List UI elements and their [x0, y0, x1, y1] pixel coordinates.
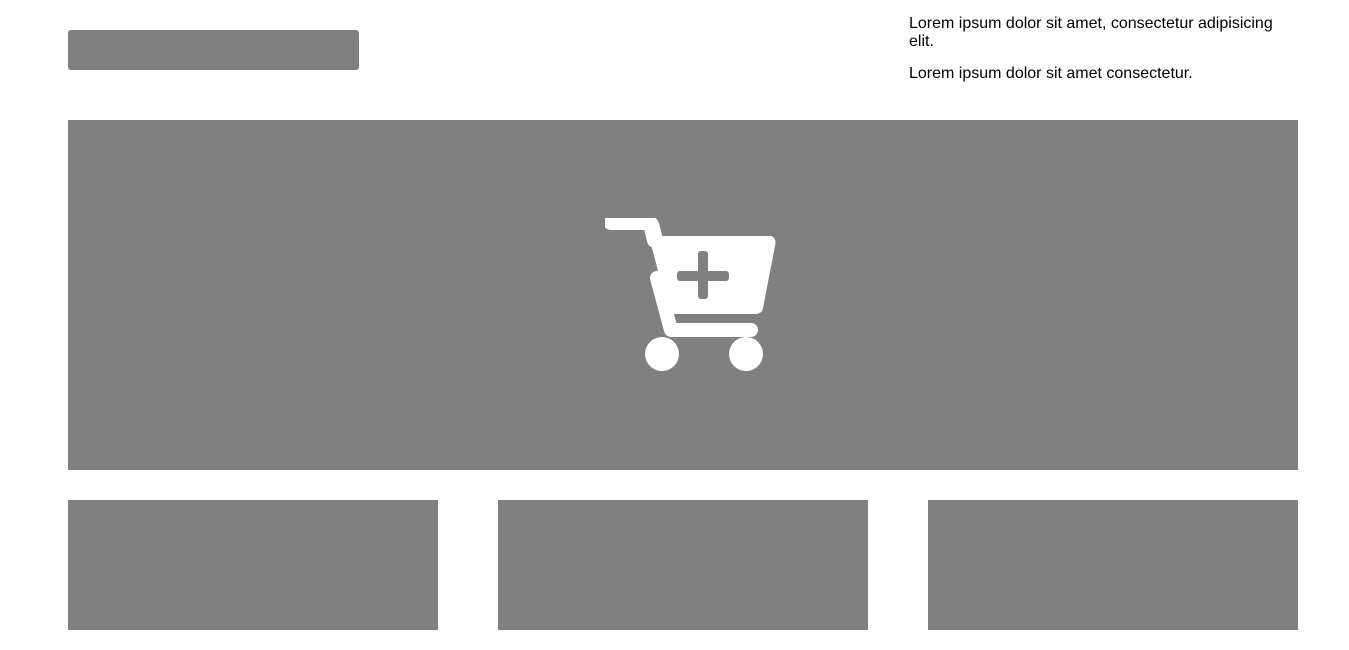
logo-placeholder — [68, 30, 359, 70]
cart-plus-icon — [605, 218, 776, 371]
header-paragraph-1: Lorem ipsum dolor sit amet, consectetur … — [909, 15, 1273, 50]
content-tile-2[interactable] — [498, 500, 868, 630]
content-tile-3[interactable] — [928, 500, 1298, 630]
header-paragraph-2: Lorem ipsum dolor sit amet consectetur. — [909, 65, 1193, 82]
hero-banner[interactable] — [68, 120, 1298, 470]
header-text-block: Lorem ipsum dolor sit amet, consectetur … — [909, 15, 1299, 97]
content-tile-1[interactable] — [68, 500, 438, 630]
